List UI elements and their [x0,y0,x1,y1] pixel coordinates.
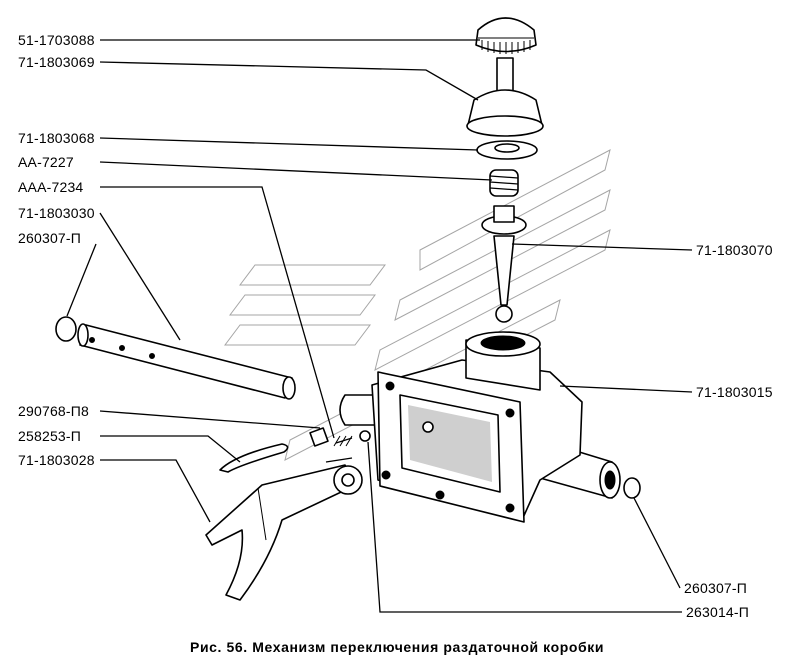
label-71-1803069: 71-1803069 [18,54,95,70]
washer [476,140,538,160]
leader-lines [66,39,693,613]
detent-spring [333,435,353,447]
label-263014-p: 263014-П [686,604,749,620]
label-aaa-7234: ААА-7234 [18,179,83,195]
shift-knob [475,17,537,54]
label-71-1803015: 71-1803015 [696,384,773,400]
label-260307-p-left: 260307-П [18,230,81,246]
figure-caption: Рис. 56. Механизм переключения раздаточн… [190,639,604,655]
label-71-1803028: 71-1803028 [18,452,95,468]
transfer-housing [339,331,621,523]
shift-boot [466,57,544,137]
label-71-1803068: 71-1803068 [18,130,95,146]
label-260307-p-right: 260307-П [684,580,747,596]
label-51-1703088: 51-1703088 [18,32,95,48]
label-290768-p8: 290768-П8 [18,403,89,419]
o-ring-right [623,477,641,499]
label-258253-p: 258253-П [18,428,81,444]
label-aa-7227: АА-7227 [18,154,74,170]
o-ring-left [55,316,77,342]
cotter-pin [219,443,289,473]
label-71-1803070: 71-1803070 [696,242,773,258]
label-71-1803030: 71-1803030 [18,205,95,221]
shift-lever [481,205,527,323]
lock-screw [309,427,329,447]
shift-rod [77,323,296,400]
spring [489,169,519,197]
detent-ball [359,430,371,442]
shift-fork [205,457,363,601]
